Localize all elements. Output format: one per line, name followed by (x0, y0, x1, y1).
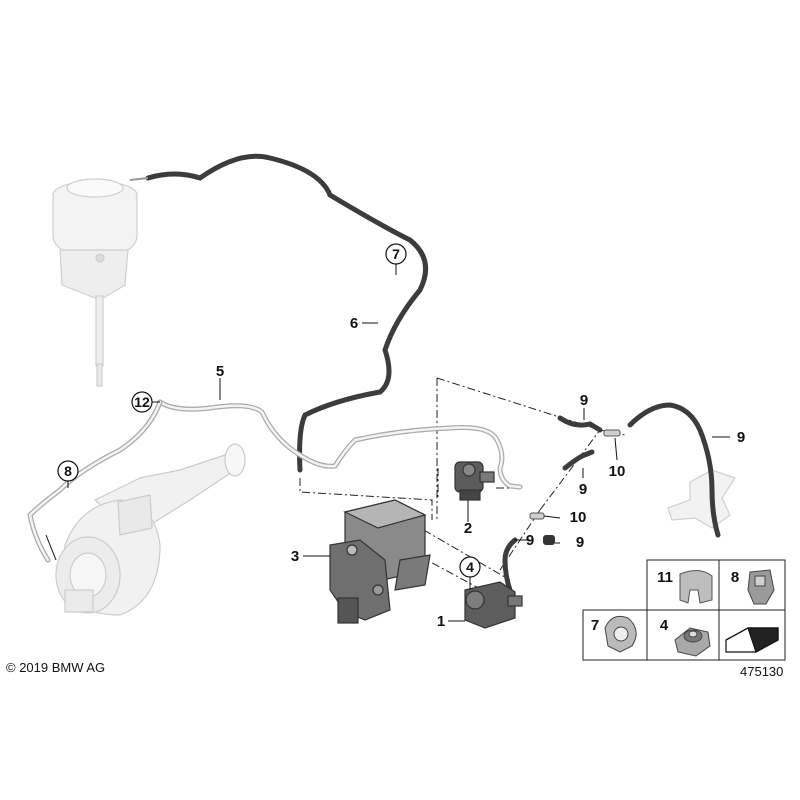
clip-11-icon (679, 570, 713, 604)
hose-bracket-faded (667, 469, 736, 529)
callout-9-right: 9 (737, 429, 745, 446)
connector-10 (529, 429, 621, 520)
copyright-text: © 2019 BMW AG (6, 660, 106, 675)
callout-8: 8 (64, 463, 72, 479)
callout-10-top: 10 (609, 463, 626, 480)
diagram-number: 475130 (740, 664, 784, 679)
callout-circle-8 (57, 460, 79, 482)
vacuum-hose-9-top (557, 415, 603, 433)
vacuum-hose-6 (145, 153, 429, 473)
vacuum-hose-9-lower (502, 537, 518, 593)
vacuum-hose-9-mid (562, 449, 595, 471)
cap-9 (543, 535, 555, 545)
vacuum-valve (464, 581, 523, 629)
callout-9-cap: 9 (576, 534, 584, 551)
callout-9-mid: 9 (579, 481, 587, 498)
callout-10-lower: 10 (570, 509, 587, 526)
turbocharger (55, 443, 246, 616)
callout-3: 3 (291, 548, 299, 565)
dimension-symbol-icon (725, 627, 779, 653)
callout-circle-12 (131, 391, 153, 413)
parts-legend: 11 8 7 4 (582, 559, 786, 661)
callout-2: 2 (464, 520, 472, 537)
callout-lines (45, 263, 730, 622)
callout-7: 7 (392, 246, 400, 262)
legend-label-11: 11 (657, 569, 673, 586)
clip-8-icon (747, 569, 775, 605)
legend-label-7: 7 (591, 617, 599, 634)
callout-labels: 7 12 8 4 6 5 3 2 1 9 9 9 9 9 10 10 (57, 243, 745, 630)
pressure-converter (454, 461, 495, 501)
callout-9-lower: 9 (526, 532, 534, 549)
callout-1: 1 (437, 613, 445, 630)
callout-circle-4 (459, 556, 481, 578)
callout-12: 12 (134, 394, 150, 410)
callout-9-top: 9 (580, 392, 588, 409)
callout-6: 6 (350, 315, 358, 332)
electric-actuator (329, 499, 431, 624)
nut-4-icon (674, 627, 711, 657)
clamp-7-icon (604, 615, 637, 653)
legend-label-4: 4 (660, 617, 669, 634)
vacuum-hose-9-right (627, 402, 721, 538)
callout-5: 5 (216, 363, 224, 380)
callout-4: 4 (466, 559, 474, 575)
callout-circle-7 (385, 243, 407, 265)
legend-label-8: 8 (731, 569, 739, 586)
wastegate-actuator (52, 178, 138, 387)
